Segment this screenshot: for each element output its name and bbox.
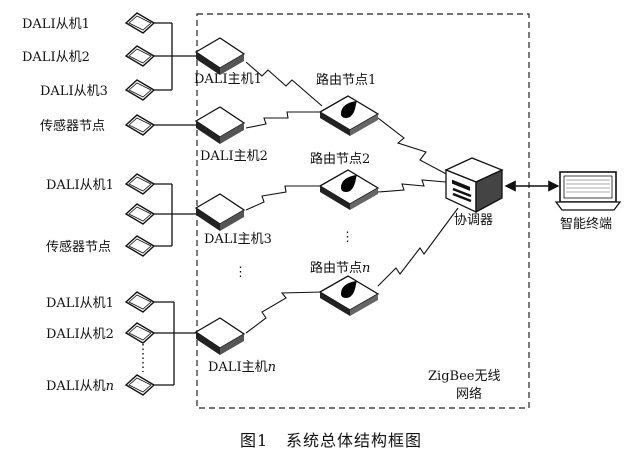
- wireless-link-router1-coordinator: [377, 117, 451, 177]
- label-slave-g1-1: DALI从机1: [22, 17, 90, 32]
- label-slave-g1-3: DALI从机3: [40, 84, 108, 99]
- wireless-link-master1-router1: [245, 61, 323, 107]
- coordinator-device: [444, 157, 504, 214]
- router-ellipsis: ⋮: [341, 230, 354, 245]
- dali-slave-g3-2: [124, 322, 156, 344]
- dali-master-n: [194, 317, 246, 355]
- label-master-1: DALI主机1: [194, 72, 262, 87]
- dali-slave-g2-1: [124, 173, 156, 195]
- wiring-group-2: [152, 183, 198, 247]
- label-master-n: DALI主机n: [208, 360, 276, 375]
- dali-slave-g1-1: [124, 12, 156, 34]
- dali-slave-g3-n: [124, 374, 156, 396]
- smart-terminal-monitor: [554, 171, 622, 211]
- dali-slave-g1-2: [124, 45, 156, 67]
- label-slave-g3-2: DALI从机2: [46, 327, 114, 342]
- dali-master-2: [194, 106, 246, 144]
- master-ellipsis: ⋮: [234, 265, 247, 280]
- dali-slave-g3-1: [124, 291, 156, 313]
- label-router-n-suffix: n: [362, 261, 370, 276]
- label-router-n-prefix: 路由节点: [310, 260, 362, 276]
- label-terminal: 智能终端: [560, 216, 612, 232]
- wiring-group-3: [152, 301, 198, 386]
- label-network-line1: ZigBee无线: [428, 369, 500, 384]
- label-network-line2: 网络: [456, 386, 482, 402]
- label-sensor-2: 传感器节点: [46, 239, 111, 255]
- label-router-n: 路由节点n: [310, 260, 370, 276]
- label-master-n-prefix: DALI主机: [208, 360, 268, 375]
- label-slave-g3-n-prefix: DALI从机: [46, 379, 106, 394]
- label-slave-g2-1: DALI从机1: [46, 178, 114, 193]
- label-sensor-1: 传感器节点: [40, 118, 105, 134]
- wireless-links: [245, 61, 459, 334]
- label-slave-g3-1: DALI从机1: [46, 296, 114, 311]
- label-router-2: 路由节点2: [310, 151, 370, 167]
- wireless-link-mastern-routern: [245, 291, 323, 334]
- label-coordinator: 协调器: [454, 213, 493, 228]
- label-master-n-suffix: n: [268, 360, 276, 375]
- dali-master-3: [194, 193, 246, 231]
- wiring-group-1: [152, 22, 205, 126]
- router-node-n: [318, 275, 380, 316]
- label-slave-g1-2: DALI从机2: [22, 50, 90, 65]
- label-slave-g3-n-suffix: n: [106, 379, 114, 394]
- wireless-link-routern-coordinator: [377, 207, 459, 287]
- dali-slave-g1-3: [124, 79, 156, 101]
- router-node-2: [318, 169, 380, 210]
- figure-number: 图1: [240, 431, 268, 450]
- dali-slave-g2-2: [124, 203, 156, 225]
- sensor-node-1: [124, 114, 156, 136]
- wireless-link-router2-coordinator: [377, 179, 447, 193]
- figure-title: 系统总体结构框图: [286, 431, 422, 450]
- label-router-1: 路由节点1: [316, 72, 376, 88]
- router-node-1: [318, 95, 380, 136]
- sensor-node-2: [124, 235, 156, 257]
- label-slave-g3-n: DALI从机n: [46, 379, 114, 394]
- wireless-link-master3-router2: [245, 185, 320, 211]
- dali-master-1: [194, 37, 246, 75]
- label-master-3: DALI主机3: [204, 232, 272, 247]
- label-master-2: DALI主机2: [200, 149, 268, 164]
- wireless-link-master2-router1: [245, 111, 320, 129]
